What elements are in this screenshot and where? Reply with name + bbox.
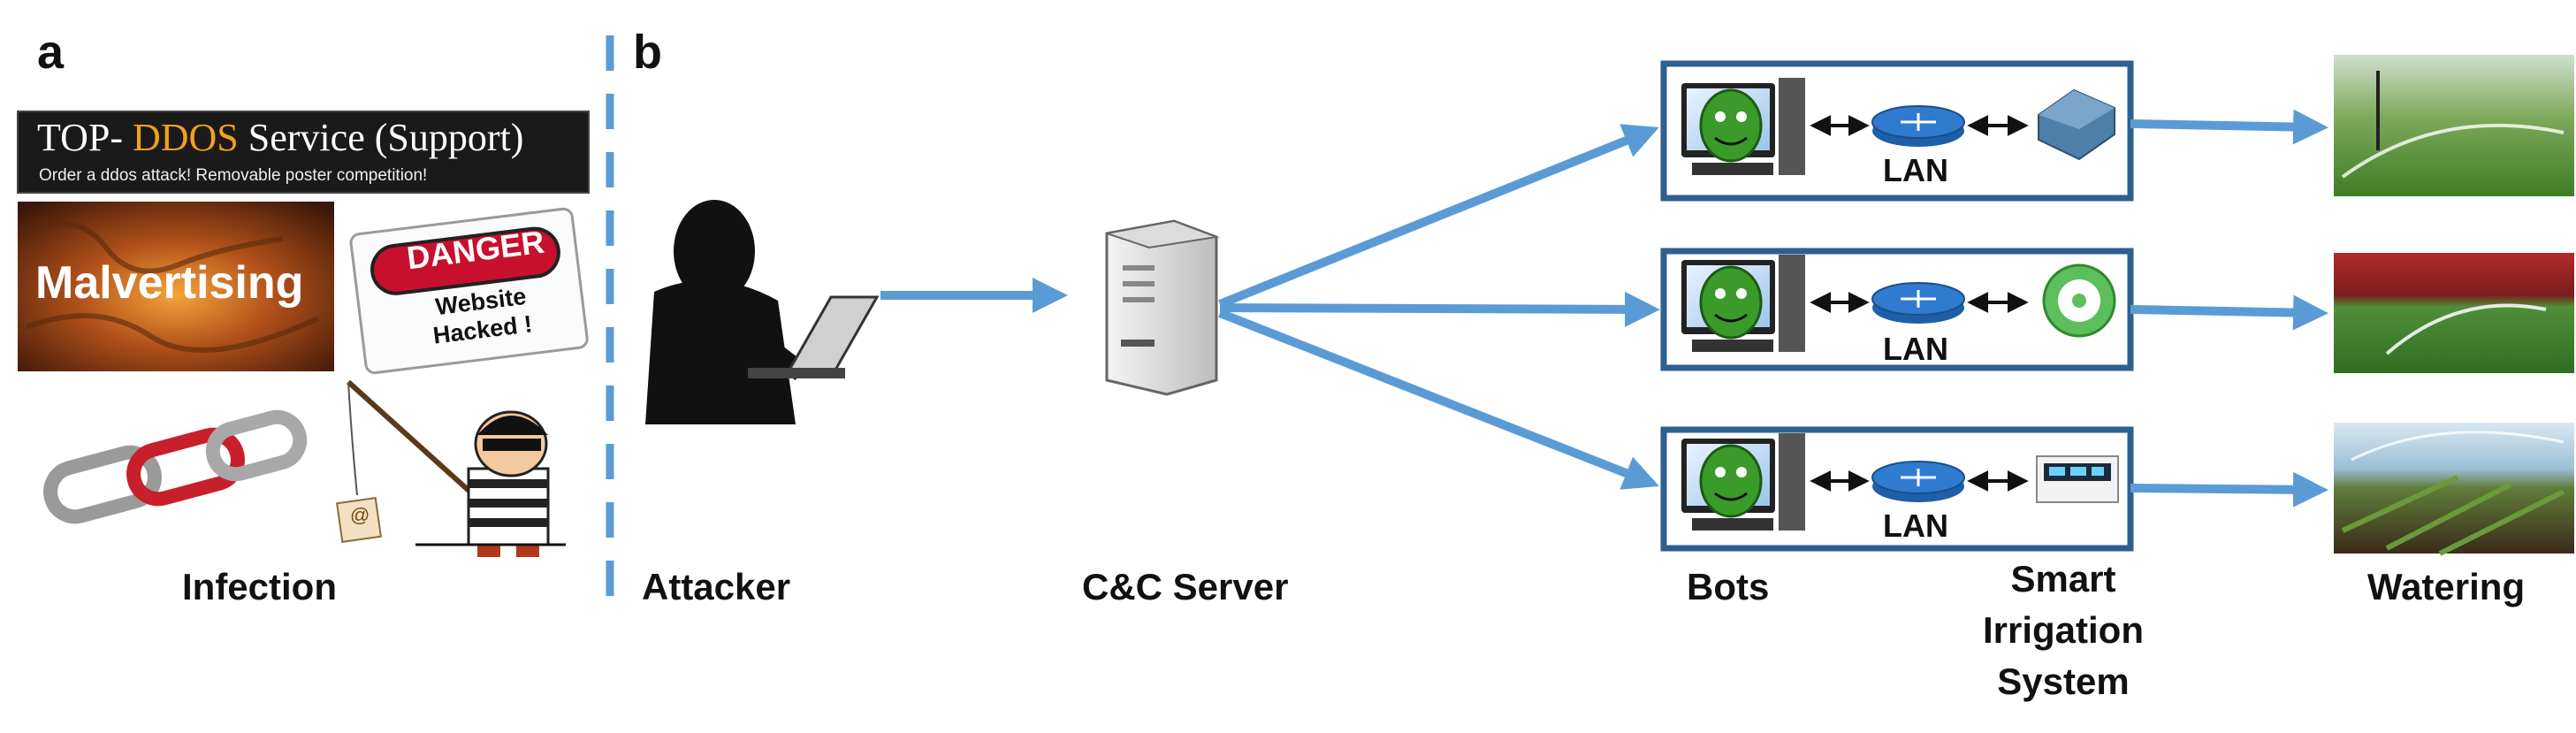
watering-photo-3 bbox=[2334, 423, 2574, 556]
watering-photo-2 bbox=[2334, 253, 2574, 373]
arrow-box-watering-1 bbox=[2130, 109, 2328, 145]
infected-computer-icon bbox=[1681, 433, 1805, 531]
lan-label-3: LAN bbox=[1883, 508, 1948, 544]
irrigation-controller-icon bbox=[2038, 88, 2115, 161]
attacker-icon bbox=[645, 200, 880, 424]
arrow-box-watering-2 bbox=[2130, 294, 2328, 331]
caption-cnc-server: C&C Server bbox=[1082, 566, 1289, 607]
router-icon bbox=[1871, 105, 1965, 147]
caption-attacker: Attacker bbox=[642, 566, 791, 607]
infected-computer-icon bbox=[1681, 78, 1805, 175]
caption-watering: Watering bbox=[2367, 566, 2526, 607]
router-icon bbox=[1871, 461, 1965, 502]
phish-tag: @ bbox=[350, 504, 370, 526]
ddos-banner bbox=[18, 111, 589, 193]
infected-computer-icon bbox=[1681, 255, 1805, 352]
chain-icon bbox=[43, 409, 308, 524]
arrow-server-bot-2 bbox=[1219, 291, 1660, 327]
arrow-box-watering-3 bbox=[2130, 471, 2328, 508]
caption-smart-irrigation-system: Smart Irrigation System bbox=[1982, 558, 2144, 702]
caption-bots: Bots bbox=[1687, 566, 1770, 607]
panel-label-b: b bbox=[633, 26, 662, 79]
panel-label-a: a bbox=[37, 26, 65, 79]
arrow-server-bot-3 bbox=[1218, 309, 1659, 490]
ddos-banner-highlight: DDOS bbox=[132, 116, 239, 159]
caption-infection: Infection bbox=[182, 566, 337, 607]
watering-photo-1 bbox=[2334, 55, 2574, 196]
lan-label-1: LAN bbox=[1883, 152, 1948, 188]
ddos-banner-title: TOP- DDOS Service (Support) bbox=[37, 116, 524, 159]
malvertising-label: Malvertising bbox=[35, 257, 304, 309]
phishing-thief-icon bbox=[336, 379, 566, 557]
router-icon bbox=[1871, 282, 1965, 324]
danger-sign bbox=[349, 207, 589, 375]
arrow-server-bot-1 bbox=[1218, 124, 1659, 309]
bot-box-1 bbox=[1660, 60, 2134, 202]
malvertising-image bbox=[18, 202, 334, 371]
digital-timer-icon bbox=[2036, 455, 2119, 503]
ddos-banner-subtitle: Order a ddos attack! Removable poster co… bbox=[39, 166, 428, 185]
server-icon bbox=[1105, 219, 1220, 396]
lan-label-2: LAN bbox=[1883, 331, 1948, 367]
round-sprinkler-hub-icon bbox=[2042, 263, 2116, 338]
